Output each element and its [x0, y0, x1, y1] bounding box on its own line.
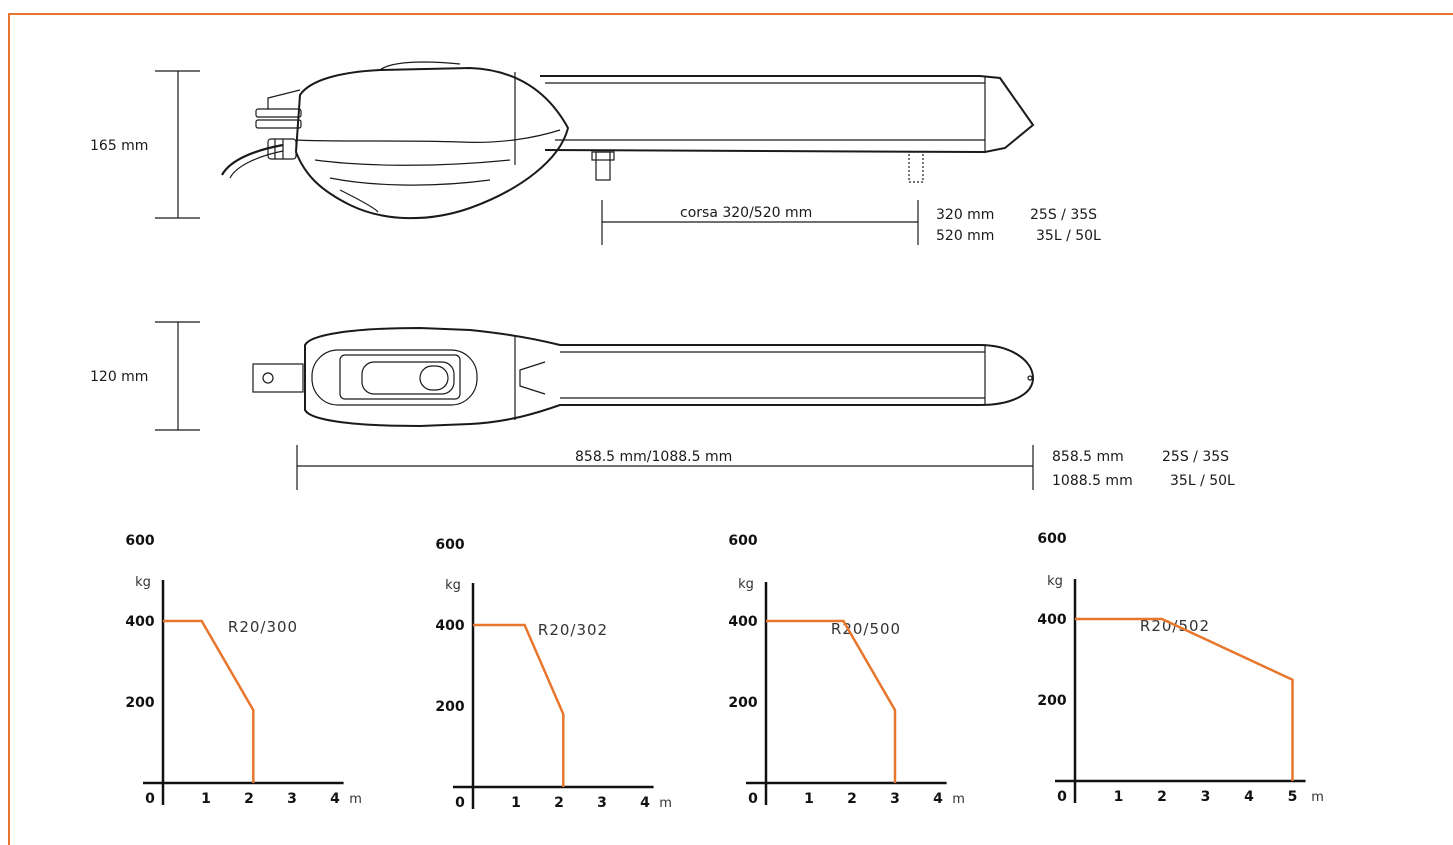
chart-ytick: 200	[1037, 693, 1066, 709]
chart-title: R20/302	[538, 621, 608, 639]
chart-xtick: 0	[1057, 789, 1067, 805]
operator-side-view	[221, 61, 1035, 220]
chart-xtick: 1	[511, 795, 521, 811]
stroke-models-1: 25S / 35S	[1030, 207, 1098, 223]
length-label: 858.5 mm/1088.5 mm	[575, 449, 733, 465]
top-width-dimension	[155, 321, 200, 431]
length-models-2: 35L / 50L	[1170, 473, 1235, 489]
length-value-1: 858.5 mm	[1052, 449, 1124, 465]
chart-title: R20/300	[228, 618, 298, 636]
chart-ytick: 600	[125, 533, 154, 549]
chart-xtick: 4	[1244, 789, 1254, 805]
stroke-models-2: 35L / 50L	[1036, 228, 1101, 244]
chart-xtick: 2	[554, 795, 564, 811]
chart-xtick: 2	[847, 791, 857, 807]
chart-xlabel: m	[349, 792, 362, 807]
chart-series-line	[1075, 617, 1294, 781]
operator-top-view	[252, 326, 1035, 428]
chart-xtick: 0	[145, 791, 155, 807]
chart-ytick: 600	[1037, 531, 1066, 547]
chart-ytick: 200	[435, 699, 464, 715]
length-dimension	[296, 445, 1034, 490]
chart-xtick: 0	[748, 791, 758, 807]
chart-xtick: 4	[933, 791, 943, 807]
chart-ylabel: kg	[135, 575, 151, 590]
chart-xtick: 2	[244, 791, 254, 807]
chart-ylabel: kg	[445, 578, 461, 593]
chart-xtick: 0	[455, 795, 465, 811]
chart-ytick: 400	[1037, 612, 1066, 628]
chart-series-line	[766, 619, 897, 783]
side-height-dimension	[155, 70, 200, 219]
width-label: 120 mm	[90, 369, 149, 385]
chart-series-line	[163, 619, 255, 783]
chart-xtick: 5	[1288, 789, 1298, 805]
chart-ytick: 600	[435, 537, 464, 553]
chart-xtick: 4	[330, 791, 340, 807]
chart-ytick: 400	[435, 618, 464, 634]
chart-xlabel: m	[952, 792, 965, 807]
chart-ytick: 600	[728, 533, 757, 549]
chart-xtick: 3	[287, 791, 297, 807]
length-value-2: 1088.5 mm	[1052, 473, 1133, 489]
chart-xtick: 3	[1201, 789, 1211, 805]
stroke-dimension	[601, 200, 919, 245]
stroke-length-1: 320 mm	[936, 207, 995, 223]
length-models-1: 25S / 35S	[1162, 449, 1230, 465]
orange-frame	[8, 13, 1453, 845]
chart-xtick: 2	[1157, 789, 1167, 805]
chart-xtick: 3	[890, 791, 900, 807]
stroke-label: corsa 320/520 mm	[680, 205, 813, 221]
chart-xtick: 4	[640, 795, 650, 811]
chart-xlabel: m	[1311, 790, 1324, 805]
chart-xtick: 1	[201, 791, 211, 807]
chart-xtick: 3	[597, 795, 607, 811]
stroke-length-2: 520 mm	[936, 228, 995, 244]
chart-ylabel: kg	[1047, 574, 1063, 589]
chart-ylabel: kg	[738, 577, 754, 592]
chart-ytick: 400	[125, 614, 154, 630]
chart-ytick: 200	[125, 695, 154, 711]
chart-series-line	[473, 623, 565, 787]
chart-xtick: 1	[1114, 789, 1124, 805]
chart-xtick: 1	[804, 791, 814, 807]
chart-title: R20/500	[831, 620, 901, 638]
chart-ytick: 200	[728, 695, 757, 711]
height-label: 165 mm	[90, 138, 149, 154]
chart-ytick: 400	[728, 614, 757, 630]
chart-xlabel: m	[659, 796, 672, 811]
